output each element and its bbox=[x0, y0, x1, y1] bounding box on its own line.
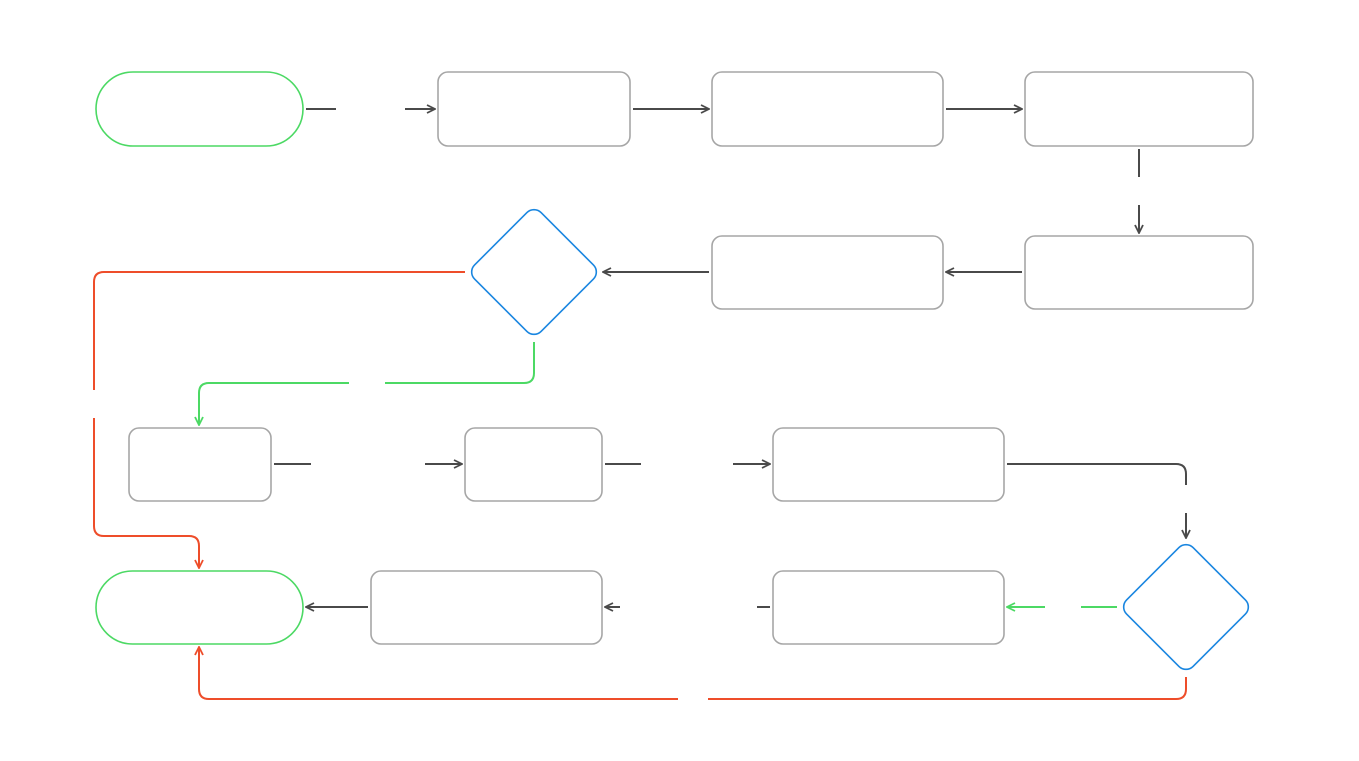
edges bbox=[93, 109, 1187, 700]
node-process-p5[interactable] bbox=[711, 235, 944, 310]
node-process-p1[interactable] bbox=[437, 71, 631, 147]
node-process-p4[interactable] bbox=[1024, 235, 1254, 310]
node-process-p6[interactable] bbox=[128, 427, 272, 502]
node-process-p9[interactable] bbox=[772, 570, 1005, 645]
edge-d2-to-end-no[interactable] bbox=[199, 647, 1187, 700]
node-process-p7[interactable] bbox=[464, 427, 603, 502]
node-process-p8[interactable] bbox=[772, 427, 1005, 502]
node-process-p10[interactable] bbox=[370, 570, 603, 645]
node-start-terminal[interactable] bbox=[95, 71, 304, 147]
edge-d1-to-end-no[interactable] bbox=[93, 271, 465, 568]
edge-p8-to-d2[interactable] bbox=[1007, 463, 1186, 538]
node-process-p2[interactable] bbox=[711, 71, 944, 147]
node-decision-d1[interactable] bbox=[468, 206, 601, 339]
node-end-terminal[interactable] bbox=[95, 570, 304, 645]
node-decision-d2[interactable] bbox=[1120, 541, 1253, 674]
nodes bbox=[95, 71, 1254, 674]
node-process-p3[interactable] bbox=[1024, 71, 1254, 147]
edge-d1-to-p6-yes[interactable] bbox=[199, 342, 535, 425]
